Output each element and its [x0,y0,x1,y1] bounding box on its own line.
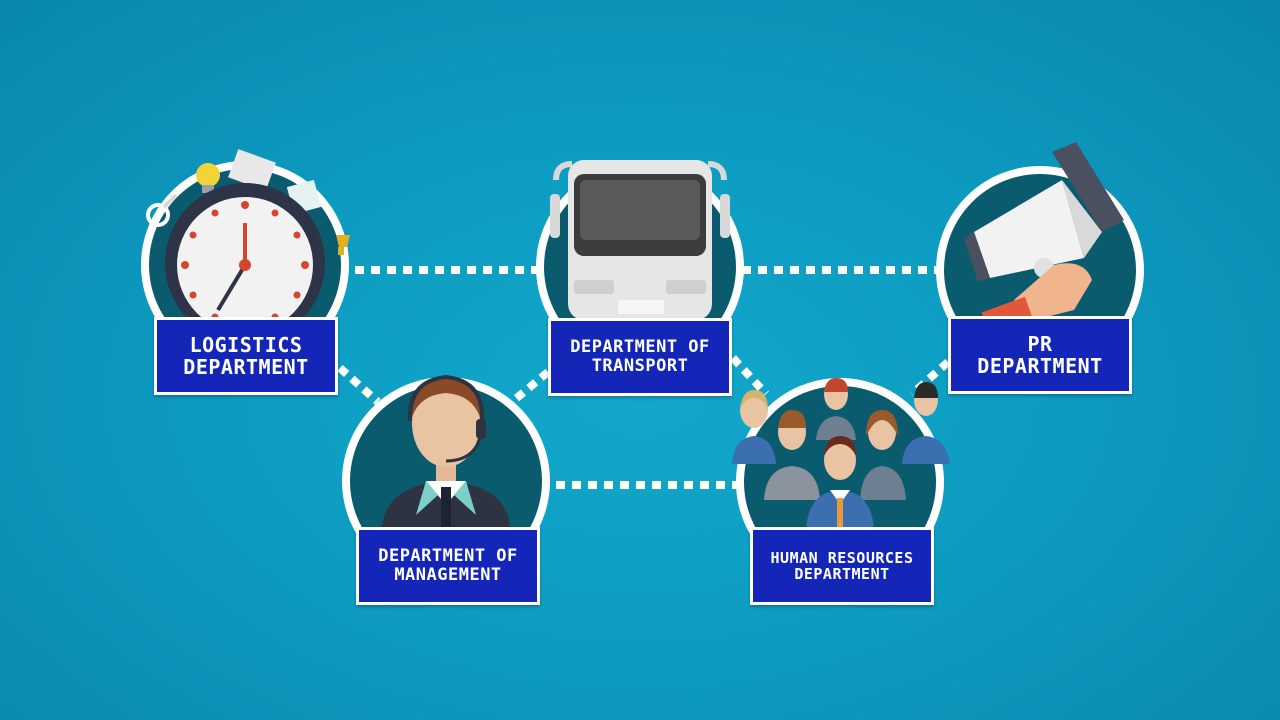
bus-icon [536,160,744,371]
node-transport[interactable]: DEPARTMENT OF TRANSPORT [536,150,746,400]
people-group-icon [732,378,950,586]
connector-transport-hr [730,355,769,397]
label-management-line2: MANAGEMENT [394,565,502,585]
headset-operator-icon [342,374,550,585]
connector-logistics-management [337,365,381,405]
label-transport-line2: TRANSPORT [591,356,689,376]
label-hr: HUMAN RESOURCES DEPARTMENT [750,527,934,605]
label-hr-line2: DEPARTMENT [794,565,890,583]
node-logistics[interactable]: LOGISTICS DEPARTMENT [140,145,360,400]
megaphone-icon [936,142,1144,374]
label-management-line1: DEPARTMENT OF [378,546,518,567]
node-management[interactable]: DEPARTMENT OF MANAGEMENT [342,374,554,610]
label-logistics-line1: LOGISTICS [189,333,303,357]
label-management: DEPARTMENT OF MANAGEMENT [356,527,540,605]
label-transport-line1: DEPARTMENT OF [570,337,710,358]
label-pr-line2: DEPARTMENT [977,354,1103,378]
label-pr: PR DEPARTMENT [948,316,1132,394]
label-transport: DEPARTMENT OF TRANSPORT [548,318,732,396]
label-logistics: LOGISTICS DEPARTMENT [154,317,338,395]
label-hr-line1: HUMAN RESOURCES [770,548,914,567]
node-hr[interactable]: HUMAN RESOURCES DEPARTMENT [730,378,955,610]
label-pr-line1: PR [1027,332,1053,356]
stopwatch-icon [141,149,350,369]
label-logistics-line2: DEPARTMENT [183,355,309,379]
node-pr[interactable]: PR DEPARTMENT [934,140,1149,400]
connector-transport-management [509,368,551,406]
